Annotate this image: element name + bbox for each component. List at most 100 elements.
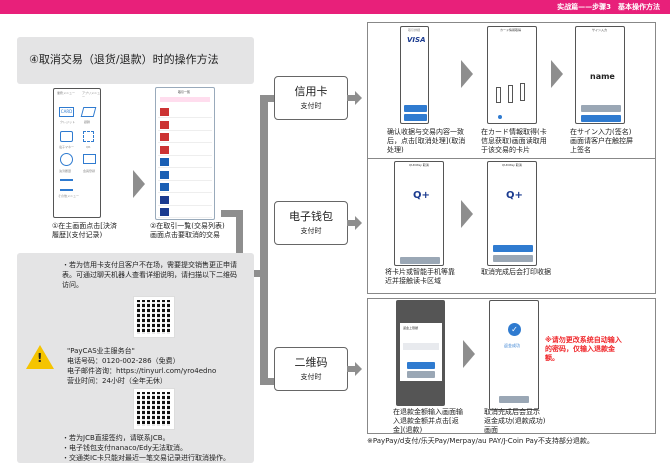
branch-qr: 二维码支付时 xyxy=(274,347,348,391)
cancel-process-button[interactable] xyxy=(404,105,427,112)
print-button[interactable] xyxy=(493,245,533,252)
ok-button[interactable] xyxy=(581,115,621,122)
arrow-right-icon xyxy=(355,216,362,230)
menu-label: 銀聯 xyxy=(84,120,91,124)
payment-brand-icon xyxy=(160,158,169,166)
arrow-right-icon xyxy=(463,340,475,368)
unionpay-icon xyxy=(80,107,97,117)
transaction-row[interactable] xyxy=(158,207,212,218)
member-icon xyxy=(83,154,96,164)
card-read-screen: カード情報取得 xyxy=(487,26,537,124)
branch-credit-card: 信用卡支付时 xyxy=(274,76,348,120)
screen-title: カード情報取得 xyxy=(500,28,522,32)
transaction-row[interactable] xyxy=(158,145,212,156)
branch-label: 电子钱包 xyxy=(289,210,333,223)
payment-brand-icon xyxy=(160,195,169,204)
refund-amount-input[interactable] xyxy=(403,343,439,350)
connector xyxy=(260,95,268,385)
refund-amount-screen: 返金上限額 xyxy=(396,300,445,406)
card-reader-icon xyxy=(508,85,513,103)
qr-icon xyxy=(83,131,94,142)
arrow-right-icon xyxy=(355,91,362,105)
payment-brand-icon xyxy=(160,170,169,179)
desk-hours: 营业时间：24小时（全年无休） xyxy=(67,377,167,385)
card-reader-icon xyxy=(520,83,525,101)
notice-bullet: ・电子钱包支付nanaco/Edy无法取消。 xyxy=(62,444,187,452)
chatbot-qr-code[interactable] xyxy=(133,296,175,338)
menu-tab: 業務メニュー xyxy=(57,91,76,95)
cancel-button[interactable] xyxy=(400,257,440,264)
warning-icon xyxy=(26,345,54,369)
refund-dialog: 返金上限額 xyxy=(400,323,442,381)
arrow-right-icon xyxy=(461,60,473,88)
payment-brand-icon xyxy=(160,183,169,191)
arrow-right-icon xyxy=(133,170,145,198)
payment-brand-icon xyxy=(160,208,169,216)
receipt-button[interactable] xyxy=(404,114,427,121)
footnote: ※PayPay/d支付/乐天Pay/Merpay/au PAY/J-Coin P… xyxy=(367,437,594,445)
quicpay-logo: Q+ xyxy=(506,190,523,201)
payment-brand-icon xyxy=(160,145,169,154)
qr-warning: ※请勿更改系统自动输入的密码，仅输入退款金额。 xyxy=(545,336,622,362)
desk-email[interactable]: 电子邮件咨询：https://tinyurl.com/yro4edno xyxy=(67,367,217,375)
clear-button[interactable] xyxy=(581,105,621,112)
header-bar: 实战篇——步骤3 基本操作方法 xyxy=(0,0,670,14)
transaction-row[interactable] xyxy=(158,132,212,143)
notice-bullet: ・若为JCB直接签约，请联系JCB。 xyxy=(62,434,170,442)
menu-label: QR xyxy=(86,145,91,149)
transaction-row[interactable] xyxy=(158,170,212,181)
notice-intro: ・若为信用卡支付且客户不在场，需要提交销售更正申请表。可通过聊天机器人查看详细说… xyxy=(62,261,237,289)
connector xyxy=(347,95,355,101)
menu-tab: アプリメニュー xyxy=(82,91,101,99)
cancel-button[interactable] xyxy=(407,371,435,378)
screen-title: 取引詳細 xyxy=(408,28,421,32)
transaction-row[interactable] xyxy=(158,195,212,206)
warning-banner xyxy=(160,97,210,102)
screen-title: 取引一覧 xyxy=(178,90,191,94)
connector xyxy=(347,220,355,226)
dialog-title: 返金上限額 xyxy=(403,326,419,330)
quicpay-touch-screen: QUICPay 取消 Q+ xyxy=(394,161,444,266)
done-button[interactable] xyxy=(493,255,533,262)
emoney-caption: 将卡片或智能手机等靠近并接触读卡区域 xyxy=(385,268,455,285)
page-title: ④取消交易（退货/退款）时的操作方法 xyxy=(17,37,254,84)
refund-button[interactable] xyxy=(407,362,435,369)
screen-title: QUICPay 取消 xyxy=(502,163,522,167)
credit-caption: 在サイン入力(签名)画面请客户在触控屏上签名 xyxy=(570,128,633,154)
screen-title: QUICPay 取消 xyxy=(409,163,429,167)
arrow-right-icon xyxy=(355,362,362,376)
signature-text: name xyxy=(590,72,615,81)
payment-brand-icon xyxy=(160,133,169,141)
transaction-detail-screen: 取引詳細 VISA xyxy=(400,26,429,124)
menu-label: 会員登録 xyxy=(83,169,96,173)
branch-sub: 支付时 xyxy=(300,102,322,110)
other-menu-icon xyxy=(60,179,73,191)
connector xyxy=(236,210,243,276)
check-icon: ✓ xyxy=(508,323,521,336)
desk-name: "PayCAS业主服务台" xyxy=(67,347,135,355)
branch-emoney: 电子钱包支付时 xyxy=(274,201,348,245)
menu-label: クレジット xyxy=(60,120,76,124)
payment-brand-icon xyxy=(160,120,169,129)
branch-sub: 支付时 xyxy=(300,227,322,235)
connector xyxy=(260,95,276,102)
transaction-row[interactable] xyxy=(158,157,212,168)
connector xyxy=(260,378,276,385)
notice-bullet: ・交通类IC卡只能对最近一笔交易记录进行取消操作。 xyxy=(62,454,230,462)
transaction-row[interactable] xyxy=(158,107,212,118)
success-label: 返金成功 xyxy=(504,343,520,348)
history-icon[interactable] xyxy=(60,153,73,166)
transaction-row[interactable] xyxy=(158,182,212,193)
screen-title: サイン入力 xyxy=(592,28,608,32)
desk-qr-code[interactable] xyxy=(133,388,175,430)
desk-phone: 电话号码：0120-002-286（免费） xyxy=(67,357,180,365)
main-menu-screen: 業務メニュー アプリメニュー CARD クレジット 銀聯 電子マネー QR 決済… xyxy=(53,88,101,218)
transaction-list-screen: 取引一覧 xyxy=(155,87,215,220)
transaction-row[interactable] xyxy=(158,120,212,131)
credit-caption: 在カード情報取得(卡信息获取)画面读取用于该交易的卡片 xyxy=(481,128,547,154)
emoney-icon xyxy=(60,131,73,142)
branch-label: 二维码 xyxy=(294,356,328,369)
arrow-right-icon xyxy=(461,200,473,228)
qr-caption: 取消完成后会显示返金成功(退款成功)画面 xyxy=(484,408,546,434)
close-button[interactable] xyxy=(499,396,529,403)
